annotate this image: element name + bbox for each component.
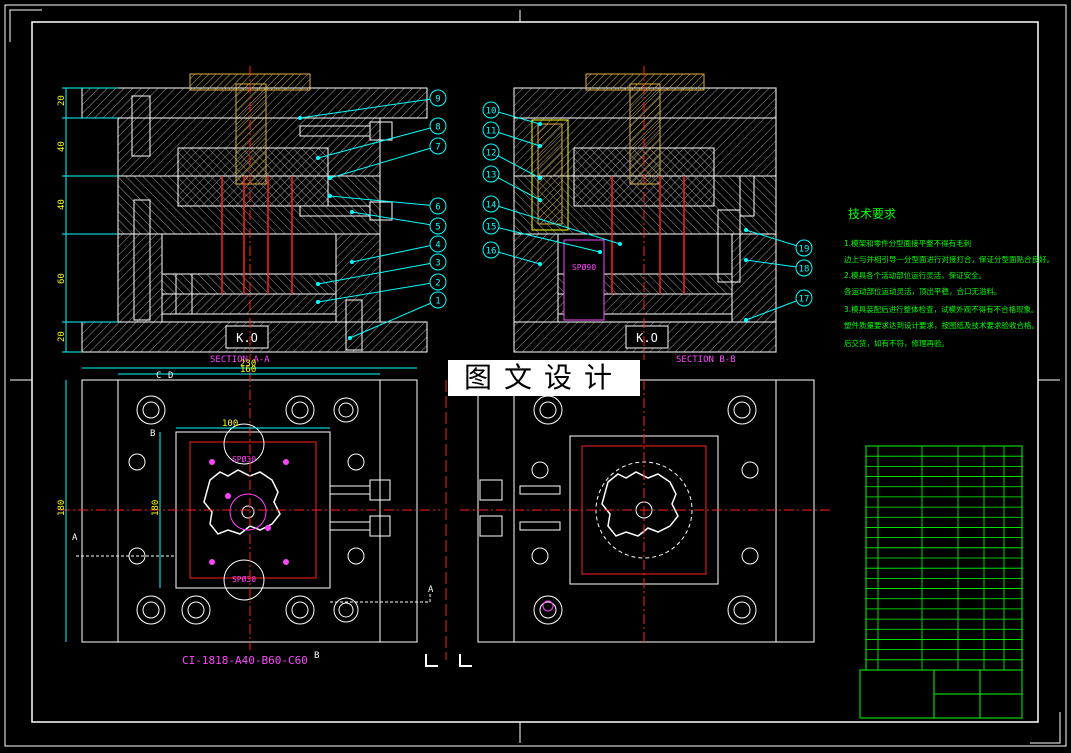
section-mark-a-left: A [72, 533, 78, 543]
section-b-b-view: SPØ90 K.O SECTION B-B 10 11 12 13 14 15 16 19 18… [482, 66, 813, 365]
balloon-aa-circle-6 [429, 197, 447, 215]
dim-180: 180 [57, 500, 67, 516]
dim-100: 100 [222, 419, 238, 429]
balloon-aa-4: 4 [435, 241, 440, 251]
balloon-bb-circle-15 [482, 217, 500, 235]
dim-180b: 180 [151, 500, 161, 516]
tech-line-4: 各运动部位运动灵活，顶出平稳，合口无溢料。 [844, 286, 1002, 296]
tech-line-5: 3.模具装配后进行整体检查，试模外观不得有不合格现象。 [844, 304, 1039, 314]
balloon-aa-8: 8 [435, 123, 440, 133]
sprue-label-top: SPØ30 [232, 454, 256, 464]
section-a-a-label: SECTION A-A [210, 355, 270, 365]
balloon-bb-18: 18 [799, 265, 810, 275]
mold-base-spec: CI-1818-A40-B60-C60 [182, 654, 308, 667]
balloon-aa-circle-7 [429, 137, 447, 155]
balloon-aa-circle-4 [429, 235, 447, 253]
dim-60: 60 [57, 273, 67, 284]
section-mark-d: D [168, 371, 173, 381]
balloon-bb-circle-14 [482, 195, 500, 213]
balloon-bb-circle-13 [482, 165, 500, 183]
dim-160: 160 [240, 365, 256, 375]
balloon-aa-circle-2 [429, 273, 447, 291]
balloon-aa-circle-9 [429, 89, 447, 107]
drawing-border [4, 4, 1067, 747]
dim-20-bottom: 20 [57, 331, 67, 342]
ko-label-aa: K.O [236, 331, 258, 345]
balloon-bb-15: 15 [486, 223, 497, 233]
balloon-aa-2: 2 [435, 279, 440, 289]
plan-view-fixed-half [425, 379, 830, 667]
balloon-bb-circle-12 [482, 143, 500, 161]
dim-20-top: 20 [57, 95, 67, 106]
balloon-aa-circle-5 [429, 217, 447, 235]
balloon-bb-11: 11 [486, 127, 497, 137]
bill-of-materials-table [859, 445, 1023, 719]
balloon-aa-6: 6 [435, 203, 440, 213]
sprue-label-bb: SPØ90 [572, 262, 596, 272]
balloon-bb-17: 17 [799, 295, 810, 305]
balloon-aa-3: 3 [435, 259, 440, 269]
ko-label-bb: K.O [636, 331, 658, 345]
tech-title: 技术要求 [848, 207, 896, 221]
balloon-aa-circle-3 [429, 253, 447, 271]
balloon-bb-circle-18 [795, 259, 813, 277]
balloon-bb-10: 10 [486, 107, 497, 117]
part-balloons-right: 9 8 7 6 5 4 3 2 1 [298, 89, 447, 340]
tech-line-7: 后交货，如有不符，修理再验。 [844, 338, 949, 348]
balloon-aa-9: 9 [435, 95, 440, 105]
section-mark-b-top: B [150, 429, 155, 439]
tech-line-6: 塑件质量要求达到设计要求，按图纸及技术要求验收合格。 [844, 320, 1039, 330]
tech-line-1: 1.模架和零件分型面接平整不得有毛刺 [844, 238, 971, 248]
tech-line-2: 边上与并相引导一分型面进行对接打合，保证分型面贴合良好。 [844, 254, 1054, 264]
balloon-aa-circle-1 [429, 291, 447, 309]
balloon-bb-14: 14 [486, 201, 497, 211]
dim-40-b: 40 [57, 199, 67, 210]
technical-requirements: 技术要求 1.模架和零件分型面接平整不得有毛刺 边上与并相引导一分型面进行对接打… [844, 207, 1054, 348]
balloon-bb-circle-19 [795, 239, 813, 257]
balloon-bb-circle-11 [482, 121, 500, 139]
section-mark-c: C [156, 371, 161, 381]
section-a-a-view: K.O 20 40 40 60 20 SECTION A-A 9 8 7 6 5 4 3 2 1 [57, 66, 447, 365]
section-b-b-label: SECTION B-B [676, 355, 736, 365]
balloon-aa-circle-8 [429, 117, 447, 135]
section-mark-a-right: A [428, 585, 434, 595]
balloon-aa-7: 7 [435, 143, 440, 153]
plan-view-moving-half: SPØ30 SPØ30 230 160 100 [57, 359, 440, 667]
dim-40-a: 40 [57, 141, 67, 152]
part-balloons-bb: 10 11 12 13 14 15 16 19 18 17 [482, 101, 813, 322]
tech-line-3: 2.模具各个活动部位运行灵活，保证安全。 [844, 270, 986, 280]
balloon-aa-5: 5 [435, 223, 440, 233]
section-mark-b-bottom: B [314, 651, 319, 661]
dim-230: 230 [240, 359, 256, 369]
balloon-bb-circle-16 [482, 241, 500, 259]
balloon-bb-19: 19 [799, 245, 810, 255]
balloon-bb-circle-10 [482, 101, 500, 119]
balloon-aa-1: 1 [435, 297, 440, 307]
balloon-bb-circle-17 [795, 289, 813, 307]
balloon-bb-16: 16 [486, 247, 497, 257]
balloon-bb-13: 13 [486, 171, 497, 181]
sprue-label-bottom: SPØ30 [232, 574, 256, 584]
balloon-bb-12: 12 [486, 149, 497, 159]
watermark: 图文设计 [448, 360, 640, 396]
